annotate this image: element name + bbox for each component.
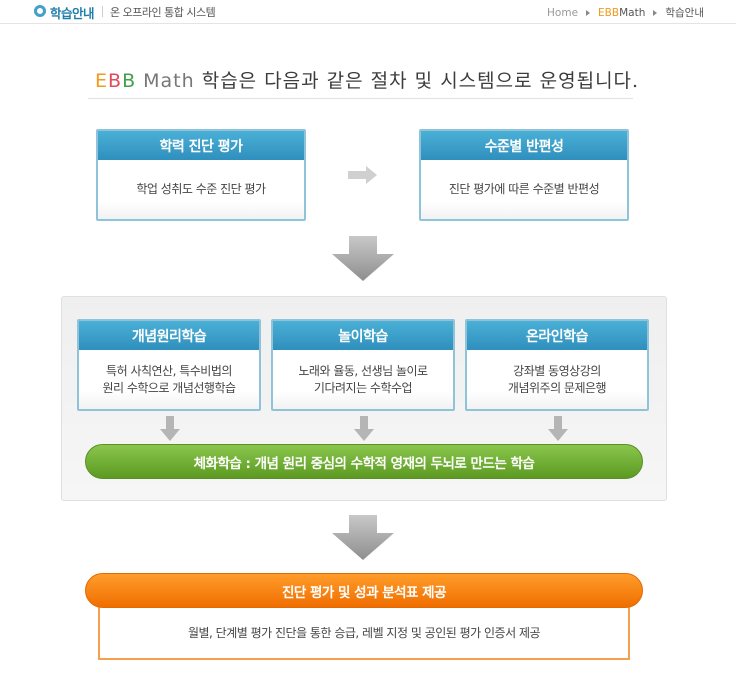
small-arrow-down-icon xyxy=(354,416,374,441)
headline-brand-b2: B xyxy=(122,70,137,92)
integration-bar: 체화학습 : 개념 원리 중심의 수학적 영재의 두뇌로 만드는 학습 xyxy=(85,444,643,479)
breadcrumb-brand: EBB xyxy=(598,6,620,19)
breadcrumb-current: 학습안내 xyxy=(665,7,704,19)
learning-play-body: 노래와 율동, 선생님 놀이로 기다려지는 수학수업 xyxy=(273,350,453,409)
breadcrumb-arrow-icon xyxy=(586,9,591,16)
page-subtitle: 온 오프라인 통합 시스템 xyxy=(110,6,216,19)
arrow-down-icon xyxy=(332,236,394,281)
headline-divider xyxy=(88,98,633,99)
learning-concept-body: 특허 사칙연산, 특수비법의 원리 수학으로 개념선행학습 xyxy=(79,350,259,409)
breadcrumb: Home EBB Math 학습안내 xyxy=(547,5,704,20)
breadcrumb-arrow-icon xyxy=(653,9,658,16)
headline-brand-b1: B xyxy=(108,70,123,92)
headline-text: 학습은 다음과 같은 절차 및 시스템으로 운영됩니다. xyxy=(201,70,640,92)
learning-online-line2: 개념위주의 문제은행 xyxy=(507,380,607,395)
headline-brand-e: E xyxy=(95,70,109,92)
learning-concept-line1: 특허 사칙연산, 특수비법의 xyxy=(106,363,232,378)
report-body: 월별, 단계별 평가 진단을 통한 승급, 레벨 지정 및 공인된 평가 인증서… xyxy=(98,604,630,660)
small-arrow-down-icon xyxy=(548,416,568,441)
step-diagnosis-title: 학력 진단 평가 xyxy=(98,131,304,160)
breadcrumb-section-link[interactable]: EBB Math xyxy=(598,7,645,19)
learning-online-box: 온라인학습 강좌별 동영상강의 개념위주의 문제은행 xyxy=(465,319,649,411)
headline-brand-math: Math xyxy=(136,70,202,92)
learning-online-line1: 강좌별 동영상강의 xyxy=(513,363,601,378)
small-arrow-down-icon xyxy=(160,416,180,441)
learning-concept-line2: 원리 수학으로 개념선행학습 xyxy=(102,380,236,395)
circle-bullet-icon xyxy=(34,5,46,17)
learning-play-box: 놀이학습 노래와 율동, 선생님 놀이로 기다려지는 수학수업 xyxy=(271,319,455,411)
page-title: 학습안내 xyxy=(50,6,95,21)
step-diagnosis-body: 학업 성취도 수준 진단 평가 xyxy=(98,160,304,219)
learning-play-line2: 기다려지는 수학수업 xyxy=(313,380,413,395)
report-title-bar: 진단 평가 및 성과 분석표 제공 xyxy=(85,573,643,608)
learning-concept-title: 개념원리학습 xyxy=(79,321,259,350)
arrow-down-icon xyxy=(332,515,394,560)
step-placement-box: 수준별 반편성 진단 평가에 따른 수준별 반편성 xyxy=(419,129,629,221)
step-placement-title: 수준별 반편성 xyxy=(421,131,627,160)
breadcrumb-home-link[interactable]: Home xyxy=(547,6,579,19)
learning-online-title: 온라인학습 xyxy=(467,321,647,350)
learning-concept-box: 개념원리학습 특허 사칙연산, 특수비법의 원리 수학으로 개념선행학습 xyxy=(77,319,261,411)
headline: EBB Math 학습은 다음과 같은 절차 및 시스템으로 운영됩니다. xyxy=(95,66,638,93)
arrow-right-icon xyxy=(348,166,377,184)
title-divider xyxy=(102,6,103,17)
learning-online-body: 강좌별 동영상강의 개념위주의 문제은행 xyxy=(467,350,647,409)
learning-play-title: 놀이학습 xyxy=(273,321,453,350)
step-placement-body: 진단 평가에 따른 수준별 반편성 xyxy=(421,160,627,219)
breadcrumb-section-rest: Math xyxy=(619,6,646,19)
learning-play-line1: 노래와 율동, 선생님 놀이로 xyxy=(298,363,428,378)
step-diagnosis-box: 학력 진단 평가 학업 성취도 수준 진단 평가 xyxy=(96,129,306,221)
top-bar: 학습안내 온 오프라인 통합 시스템 Home EBB Math 학습안내 xyxy=(0,0,736,24)
